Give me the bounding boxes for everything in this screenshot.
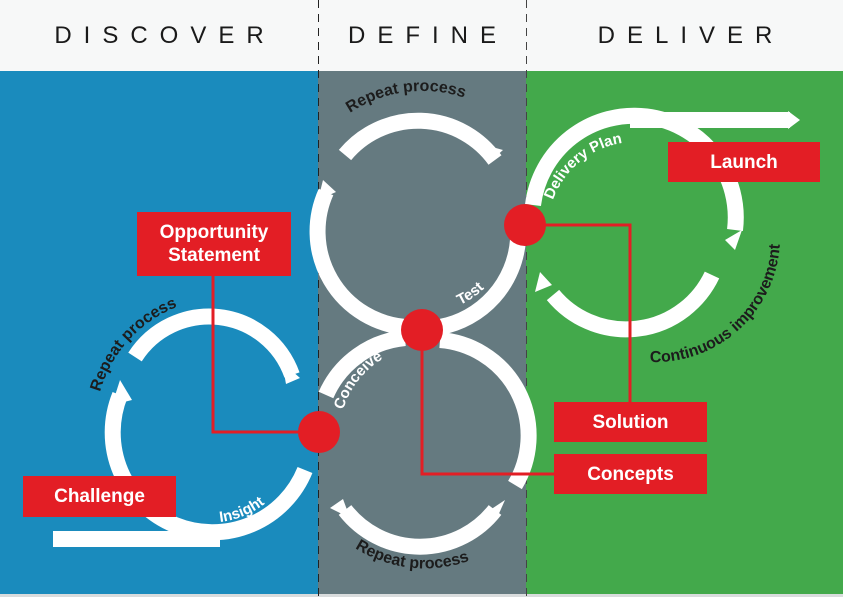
milestone-dot-conceive	[401, 309, 443, 351]
opportunity-line2: Statement	[168, 245, 260, 266]
launch-box: Launch	[668, 142, 820, 182]
define-bottom-arc	[338, 504, 502, 555]
discover-loop-arc-top	[128, 308, 300, 378]
launch-label: Launch	[710, 151, 778, 173]
define-top-arc-right	[438, 239, 526, 335]
launch-arrow-head	[788, 111, 800, 129]
arrow-head	[282, 362, 300, 384]
milestone-dot-insight	[298, 411, 340, 453]
concepts-label: Concepts	[587, 463, 674, 485]
phase-title-discover: DISCOVER	[54, 22, 276, 49]
arrow-head	[490, 500, 505, 518]
define-bottom-arc-right	[439, 332, 537, 490]
milestone-dot-delivery	[504, 204, 546, 246]
connector-opportunity	[211, 275, 319, 434]
connector-concepts	[420, 330, 556, 476]
arrow-head	[330, 499, 350, 518]
define-top-arc-lower	[309, 188, 406, 335]
opportunity-line1: Opportunity	[159, 222, 269, 243]
arrow-head	[725, 230, 742, 250]
challenge-box: Challenge	[23, 476, 176, 517]
define-top-arc	[338, 112, 502, 165]
connector-solution	[525, 223, 632, 403]
phase-title-deliver: DELIVER	[597, 22, 785, 49]
solution-label: Solution	[592, 411, 669, 433]
challenge-label: Challenge	[54, 486, 145, 507]
arrow-head	[112, 380, 132, 405]
arrow-head	[535, 272, 552, 292]
arrow-head	[318, 180, 336, 200]
arrow-head	[485, 145, 503, 160]
header: DISCOVER DEFINE DELIVER	[0, 0, 843, 71]
define-bottom-arc-upper	[318, 330, 406, 399]
opportunity-statement-box: Opportunity Statement	[137, 212, 291, 276]
footer-strip	[0, 594, 843, 597]
solution-box: Solution	[554, 402, 707, 442]
deliver-arc-bottom	[546, 271, 720, 338]
concepts-box: Concepts	[554, 454, 707, 494]
phase-title-define: DEFINE	[347, 22, 508, 49]
discover-loop-arc-bottom	[104, 392, 313, 541]
